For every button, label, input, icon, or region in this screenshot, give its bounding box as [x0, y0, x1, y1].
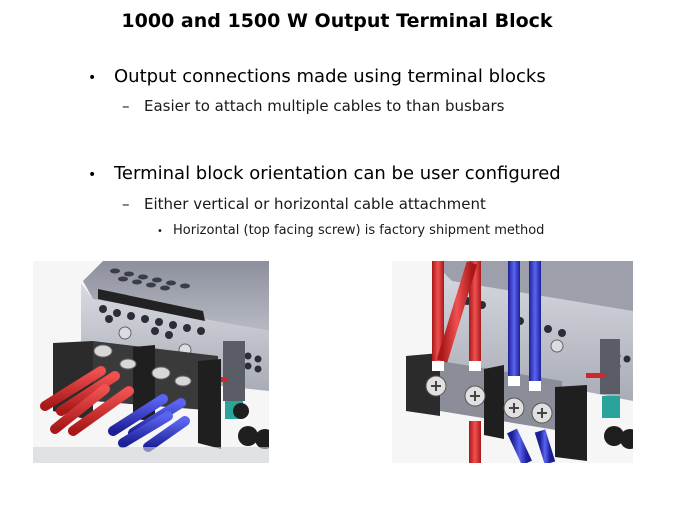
horizontal-cable-attachment-photo — [33, 261, 269, 463]
sub-bullet-text: Either vertical or horizontal cable atta… — [144, 195, 486, 213]
bullet-text: Output connections made using terminal b… — [114, 66, 546, 87]
sub-sub-bullet-text: Horizontal (top facing screw) is factory… — [173, 223, 545, 238]
dash-marker: – — [122, 195, 130, 213]
slide-title: 1000 and 1500 W Output Terminal Block — [121, 10, 553, 32]
bullet-marker: • — [88, 167, 97, 183]
bullet-orientation: • Terminal block orientation can be user… — [88, 163, 561, 184]
sub-sub-bullet-factory-shipment: • Horizontal (top facing screw) is facto… — [157, 223, 544, 238]
vertical-cable-attachment-photo — [392, 261, 633, 463]
sub-bullet-text: Easier to attach multiple cables to than… — [144, 97, 505, 115]
bullet-marker: • — [88, 70, 97, 86]
dash-marker: – — [122, 97, 130, 115]
bullet-output-connections: • Output connections made using terminal… — [88, 66, 546, 87]
sub-bullet-vertical-horizontal: – Either vertical or horizontal cable at… — [122, 195, 486, 213]
bullet-text: Terminal block orientation can be user c… — [114, 163, 561, 184]
sub-bullet-easier-attach: – Easier to attach multiple cables to th… — [122, 97, 505, 115]
bullet-marker: • — [157, 226, 163, 237]
